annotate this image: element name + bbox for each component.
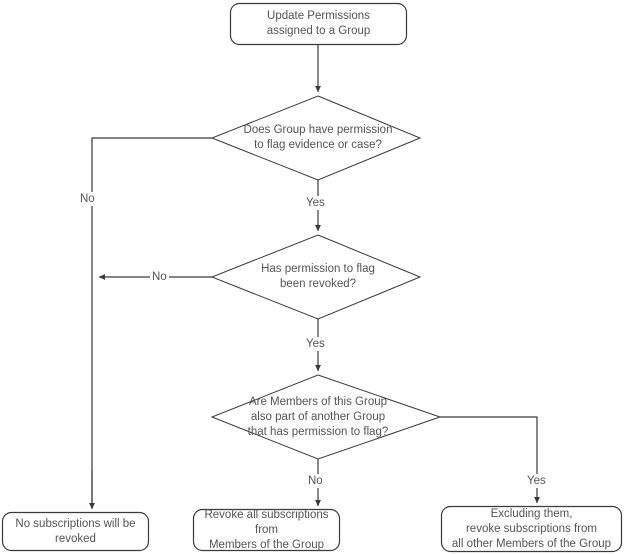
edge-label-decision3-yes: Yes (525, 474, 548, 488)
edge-label-decision2-yes: Yes (304, 337, 327, 351)
node-decision-revoked-shape (210, 234, 422, 320)
edge-decision1-no (91, 137, 212, 508)
node-decision-another-group-shape (210, 374, 442, 460)
node-result-revoke-all-shape (192, 508, 341, 552)
edge-label-decision2-no: No (150, 270, 169, 284)
edge-label-decision1-yes: Yes (304, 196, 327, 210)
edge-label-decision3-no: No (306, 474, 325, 488)
node-result-excluding-shape (440, 505, 623, 553)
node-decision-has-permission-shape (210, 95, 422, 181)
edge-decision3-yes (440, 416, 540, 504)
node-result-none-shape (1, 511, 150, 552)
node-start-shape (229, 2, 408, 46)
edge-label-decision1-no: No (78, 192, 97, 206)
